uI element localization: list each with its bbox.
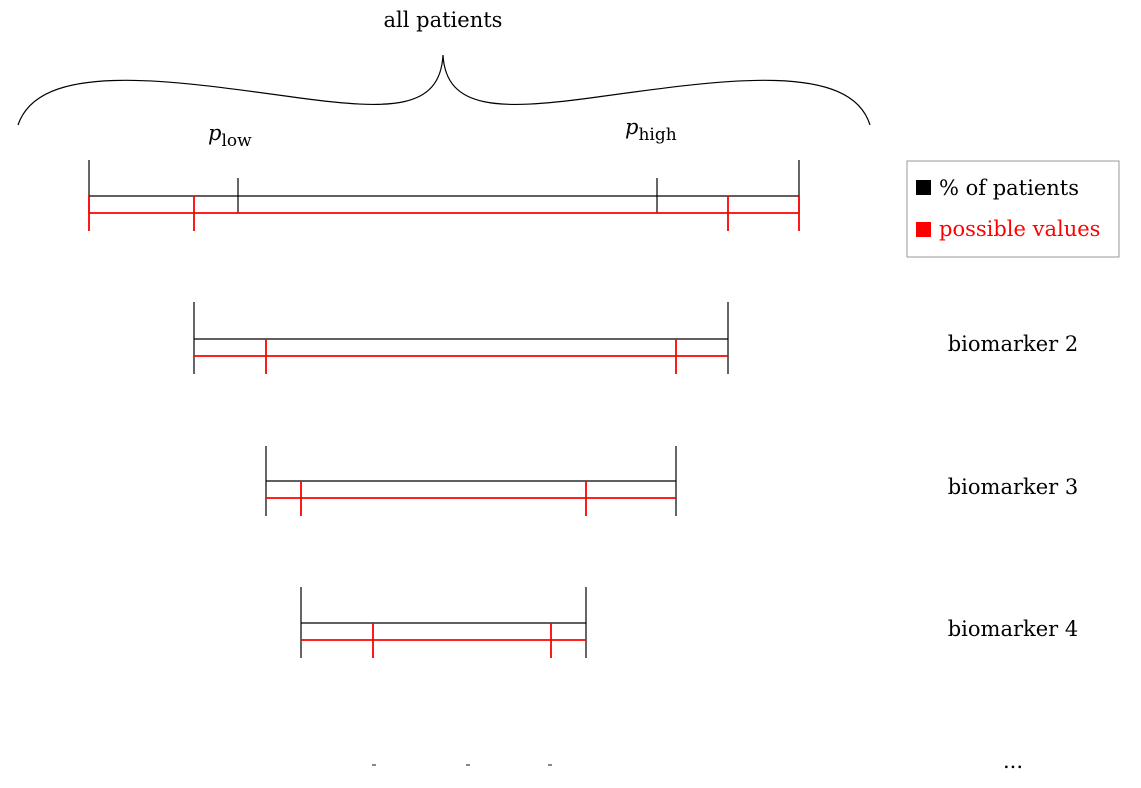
legend-box [906,160,1120,258]
legend: % of patients possible values [906,160,1120,258]
p-low-symbol: p [208,121,221,145]
p-high-label: phigh [625,115,677,145]
biomarker-4-label: biomarker 4 [948,617,1079,641]
biomarker-4-row [300,587,587,658]
biomarker-1-row [88,160,800,231]
biomarker-3-row [265,446,677,516]
continuation-ellipsis: ... [1003,749,1023,773]
all-patients-label: all patients [384,8,503,32]
legend-patients-swatch [916,180,931,195]
all-patients-brace [17,54,871,126]
p-high-subscript: high [638,125,676,145]
legend-values-swatch [916,222,931,237]
p-low-label: plow [208,121,252,151]
biomarker-2-row [193,302,729,374]
p-low-subscript: low [221,131,252,151]
legend-values-label: possible values [939,217,1100,241]
biomarker-3-label: biomarker 3 [948,475,1079,499]
p-high-symbol: p [625,115,638,139]
biomarker-2-label: biomarker 2 [948,332,1079,356]
legend-patients-label: % of patients [939,176,1079,200]
